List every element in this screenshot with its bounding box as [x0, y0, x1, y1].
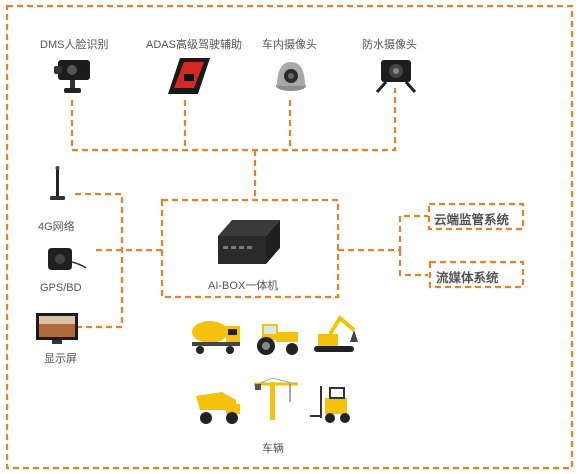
waterproof-camera-icon [377, 60, 415, 92]
monitor-icon [36, 313, 78, 344]
gps-bd-label: GPS/BD [40, 282, 82, 294]
ai-box-label: AI-BOX一体机 [208, 277, 278, 293]
waterproof-camera-label: 防水摄像头 [362, 36, 417, 52]
mixer-truck-icon [192, 321, 240, 354]
cloud-supervision-label: 云端监管系统 [434, 209, 509, 228]
excavator-icon [314, 318, 358, 352]
antenna-icon [50, 166, 65, 200]
vehicles-label: 车辆 [262, 440, 284, 456]
tower-crane-icon [254, 378, 298, 420]
dome-camera-icon [276, 62, 306, 91]
gps-puck-icon [48, 248, 86, 270]
dump-truck-icon [196, 392, 240, 424]
top-bus-line [72, 88, 395, 150]
left-bus-line [75, 194, 122, 327]
adas-label: ADAS高级驾驶辅助 [146, 36, 242, 52]
streaming-media-label: 流媒体系统 [436, 267, 499, 286]
in-cabin-camera-label: 车内摄像头 [262, 36, 317, 52]
adas-camera-icon [168, 58, 210, 94]
dms-label: DMS人脸识别 [40, 36, 108, 52]
display-label: 显示屏 [44, 350, 77, 366]
tractor-icon [257, 324, 298, 355]
ai-box-icon [218, 220, 280, 264]
dms-camera-icon [54, 60, 90, 93]
4g-network-label: 4G网络 [38, 218, 75, 234]
right-bus-line [338, 216, 428, 275]
forklift-icon [310, 386, 350, 423]
